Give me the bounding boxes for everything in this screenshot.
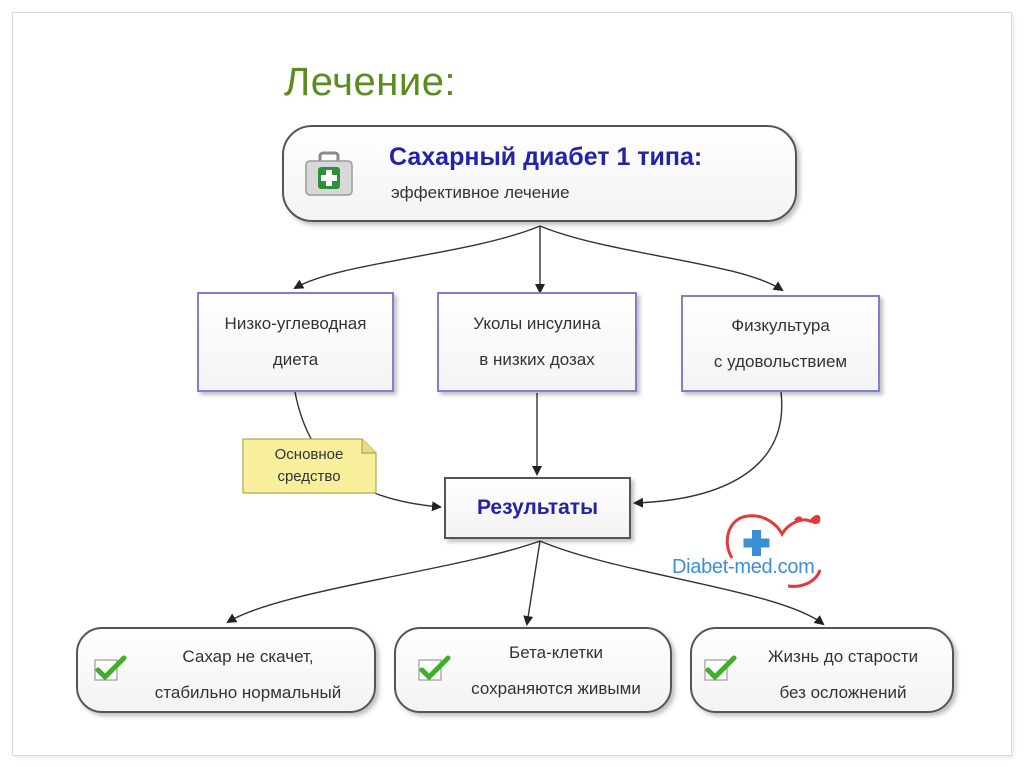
root-node: Сахарный диабет 1 типа: эффективное лече… bbox=[282, 125, 797, 222]
outcome-line-2: сохраняются живыми bbox=[471, 679, 641, 698]
outcome-line-1: Бета-клетки bbox=[509, 643, 603, 662]
method-line-1: Уколы инсулина bbox=[473, 314, 601, 333]
note-line-1: Основное bbox=[274, 446, 344, 463]
note-callout: Основное средство bbox=[242, 438, 377, 494]
method-line-1: Физкультура bbox=[731, 315, 830, 335]
outcome-line-1: Жизнь до старости bbox=[767, 647, 919, 666]
method-line-2: с удовольствием bbox=[713, 351, 848, 371]
results-node: Результаты bbox=[444, 477, 631, 539]
page-title: Лечение: bbox=[284, 60, 457, 104]
root-subtitle: эффективное лечение bbox=[391, 183, 570, 202]
method-node-sport: Физкультура с удовольствием bbox=[681, 295, 880, 392]
root-title: Сахарный диабет 1 типа: bbox=[389, 143, 703, 171]
logo-text: Diabet-med.com bbox=[672, 556, 815, 578]
note-line-2: средство bbox=[277, 468, 341, 485]
method-line-2: диета bbox=[272, 350, 319, 369]
connector-sport-to-results bbox=[633, 391, 783, 508]
method-line-1: Низко-углеводная bbox=[224, 314, 367, 333]
first-aid-kit-icon bbox=[305, 151, 353, 196]
connector-root-to-sport bbox=[539, 225, 784, 292]
note-shape bbox=[242, 438, 377, 494]
outcome-node-life: Жизнь до старости без осложнений bbox=[690, 627, 954, 713]
outcome-line-2: без осложнений bbox=[779, 683, 907, 702]
checkmark-icon bbox=[418, 655, 451, 681]
connector-results-to-outcome-2 bbox=[523, 540, 541, 626]
connector-results-to-outcome-3 bbox=[539, 540, 825, 626]
connector-results-to-outcome-1 bbox=[226, 540, 541, 624]
outcome-node-beta: Бета-клетки сохраняются живыми bbox=[394, 627, 672, 713]
checkmark-icon bbox=[94, 655, 127, 681]
heart-plus-icon bbox=[725, 514, 822, 588]
outcome-line-1: Сахар не скачет, bbox=[182, 647, 314, 666]
diabet-med-logo: Diabet-med.com bbox=[670, 512, 870, 594]
method-line-2: в низких дозах bbox=[479, 350, 595, 369]
outcome-line-2: стабильно нормальный bbox=[154, 683, 342, 702]
method-node-diet: Низко-углеводная диета bbox=[197, 292, 394, 392]
outcome-node-sugar: Сахар не скачет, стабильно нормальный bbox=[76, 627, 376, 713]
method-node-insulin: Уколы инсулина в низких дозах bbox=[437, 292, 637, 392]
checkmark-icon bbox=[704, 655, 737, 681]
connector-root-to-diet bbox=[293, 225, 541, 289]
